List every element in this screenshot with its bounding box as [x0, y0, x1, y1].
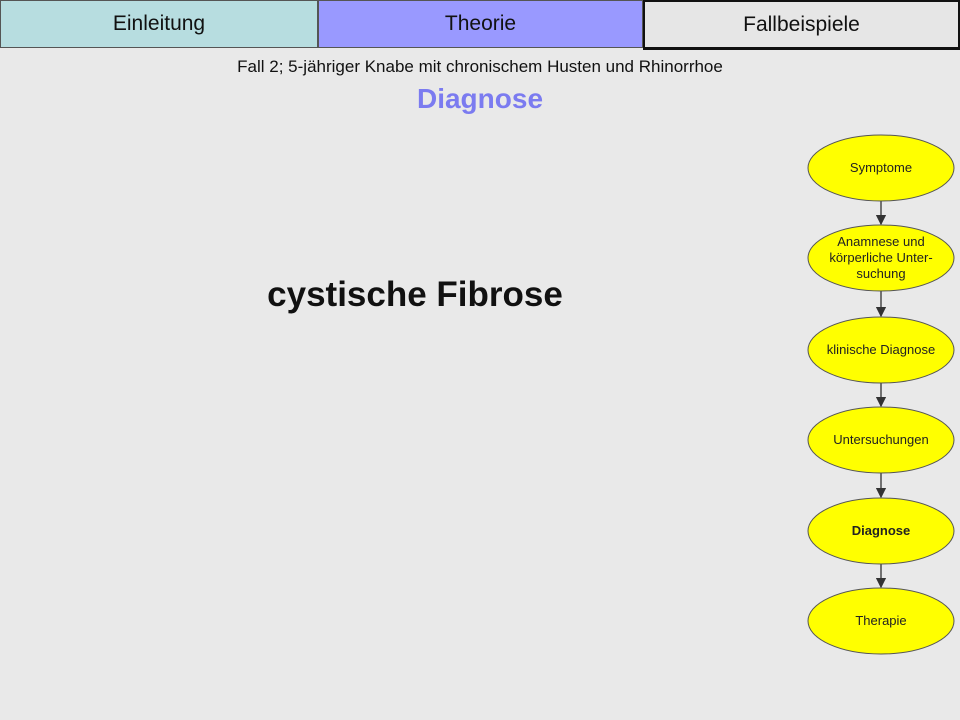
flow-node-shape — [807, 497, 955, 565]
flow-node-untersuchungen[interactable]: Untersuchungen — [833, 432, 929, 447]
flow-node-shape — [807, 587, 955, 655]
case-subtitle: Fall 2; 5-jähriger Knabe mit chronischem… — [237, 57, 723, 76]
flow-node-shape — [807, 406, 955, 474]
flow-node-shape — [807, 316, 955, 384]
flow-node-symptome[interactable]: Symptome — [849, 160, 913, 175]
tab-fallbeispiele[interactable]: Fallbeispiele — [643, 0, 960, 50]
tab-bar: Einleitung Theorie Fallbeispiele — [0, 0, 960, 50]
flow-node-diagnose[interactable]: Diagnose — [851, 523, 911, 538]
diagnosis-text: cystische Fibrose — [267, 275, 563, 314]
tab-einleitung[interactable]: Einleitung — [0, 0, 318, 48]
flow-node-anamnese[interactable]: Anamnese und körperliche Unter-suchung — [829, 234, 933, 281]
tab-theorie[interactable]: Theorie — [318, 0, 643, 48]
flow-node-shape — [807, 224, 955, 292]
flow-node-klinische-diagnose[interactable]: klinische Diagnose — [826, 342, 936, 357]
flow-node-therapie[interactable]: Therapie — [855, 613, 907, 628]
flow-node-shape — [807, 134, 955, 202]
page-title: Diagnose — [416, 83, 544, 114]
